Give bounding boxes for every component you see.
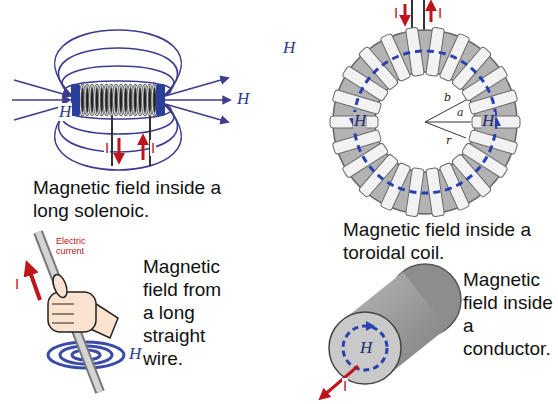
current-symbol: I bbox=[14, 276, 20, 292]
hand bbox=[48, 292, 96, 332]
field-symbol: H bbox=[58, 103, 72, 121]
finger-line bbox=[52, 323, 74, 324]
caption: Magnetic field inside a long solenoic. bbox=[33, 176, 238, 222]
end-cap bbox=[156, 84, 165, 116]
current-symbol: I bbox=[342, 378, 348, 394]
lead-wire bbox=[111, 112, 113, 166]
current-arrow bbox=[430, 4, 433, 22]
field-lines bbox=[12, 30, 230, 170]
field-arrow bbox=[366, 321, 375, 331]
lead-wire bbox=[423, 0, 425, 34]
lead-wire bbox=[149, 112, 151, 166]
current-symbol: I bbox=[104, 140, 110, 156]
thumb bbox=[50, 273, 69, 300]
current-arrow bbox=[142, 138, 145, 160]
field-line bbox=[343, 326, 387, 370]
finger-line bbox=[52, 314, 74, 315]
field-line bbox=[12, 99, 70, 101]
rod bbox=[38, 232, 100, 392]
current-arrow bbox=[118, 138, 121, 160]
current-arrow bbox=[404, 4, 407, 22]
field-symbol: H bbox=[236, 90, 250, 108]
field-symbol: H bbox=[128, 345, 142, 363]
field-line bbox=[165, 99, 230, 101]
field-line bbox=[354, 51, 496, 193]
field-symbol: H bbox=[282, 39, 296, 57]
dimension-line bbox=[425, 122, 471, 123]
coil bbox=[80, 85, 157, 115]
field-line bbox=[165, 78, 228, 96]
current-symbol: I bbox=[150, 140, 156, 156]
field-line bbox=[165, 104, 228, 122]
face bbox=[329, 312, 401, 384]
caption: Magnetic field inside a conductor. bbox=[463, 268, 555, 360]
field-symbol: H bbox=[353, 112, 367, 130]
current-symbol: I bbox=[437, 5, 443, 21]
current-note: Electric current bbox=[56, 236, 96, 256]
core-outline bbox=[333, 30, 517, 214]
current-symbol: I bbox=[393, 5, 399, 21]
rod bbox=[38, 232, 100, 392]
caption: Magnetic field inside a toroidal coil. bbox=[343, 218, 548, 264]
field-line bbox=[14, 80, 70, 96]
winding bbox=[439, 162, 470, 211]
current-arrow bbox=[28, 266, 40, 300]
dimension-label: a bbox=[457, 107, 464, 119]
field-symbol: H bbox=[481, 112, 495, 130]
winding bbox=[332, 129, 381, 154]
field-symbol: H bbox=[359, 339, 373, 357]
end-cap bbox=[71, 84, 80, 116]
toroid bbox=[330, 0, 520, 217]
straight-wire bbox=[28, 232, 124, 392]
solenoid bbox=[12, 30, 230, 170]
finger-line bbox=[52, 304, 74, 305]
caption: Magnetic field from a long straight wire… bbox=[143, 255, 233, 370]
dimension-label: b bbox=[444, 92, 451, 104]
conductor bbox=[322, 264, 461, 397]
dimension-label: r bbox=[446, 135, 451, 147]
windings bbox=[330, 27, 520, 217]
current-arrow bbox=[322, 366, 358, 397]
